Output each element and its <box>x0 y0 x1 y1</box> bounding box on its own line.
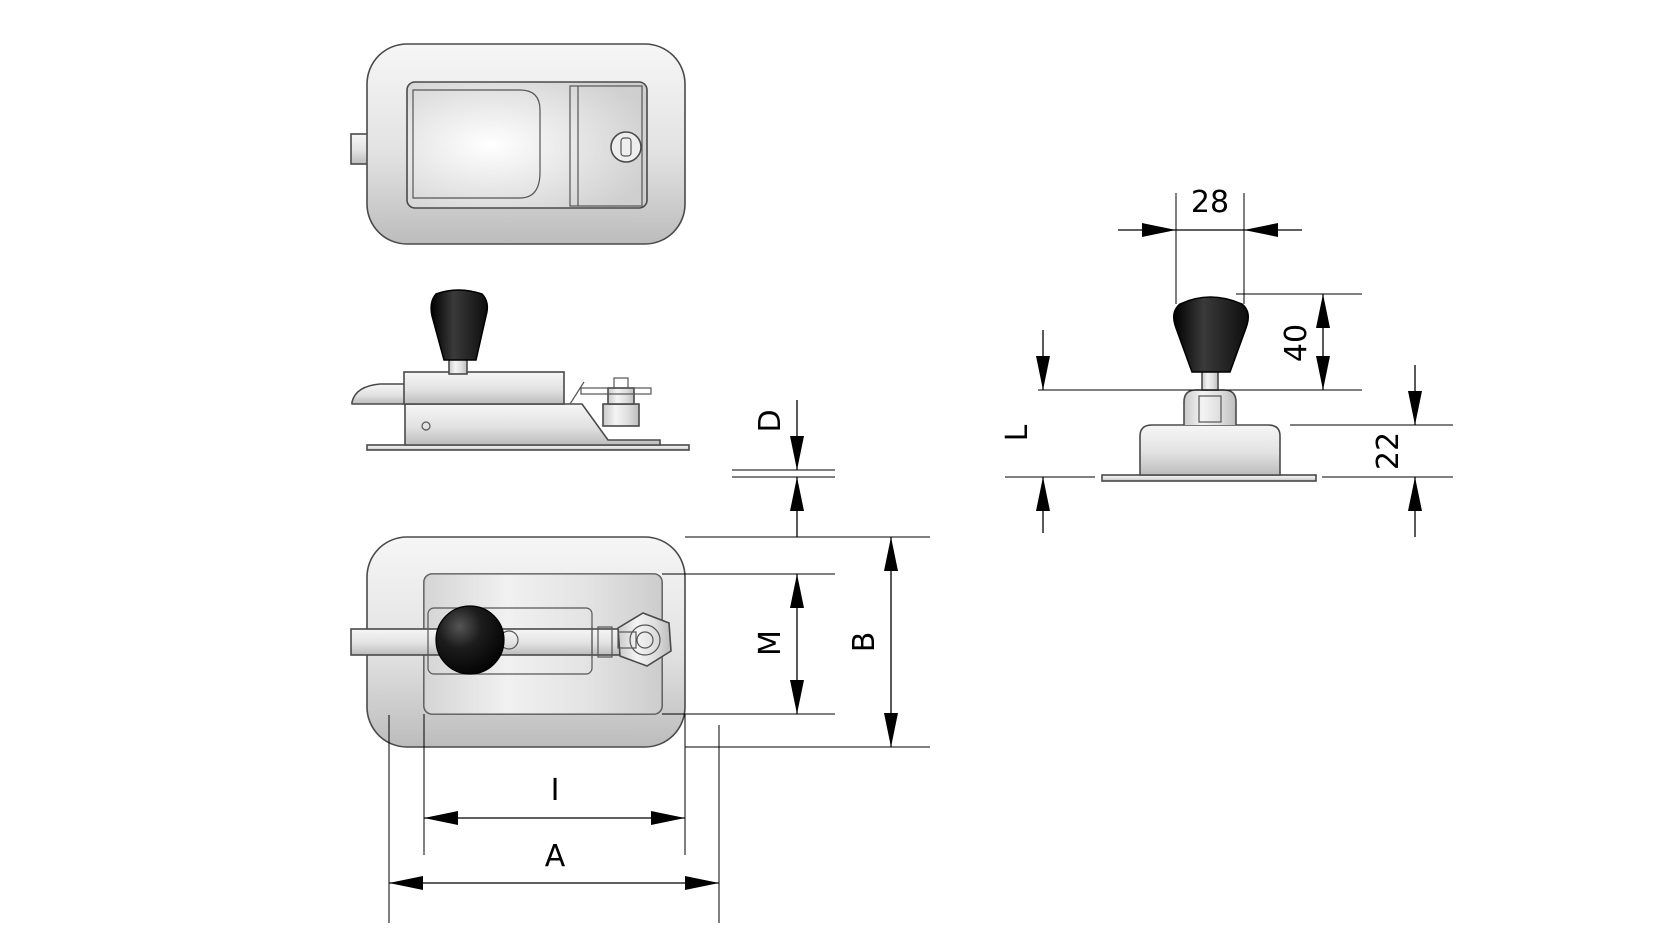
ball-knob-icon <box>435 605 505 675</box>
dimension-40: 40 <box>1279 324 1314 362</box>
label-A: A <box>545 839 566 874</box>
label-B: B <box>847 632 882 653</box>
label-I: I <box>551 773 560 808</box>
side-view <box>351 289 690 451</box>
end-knob-icon <box>1173 296 1249 373</box>
hex-nut-icon <box>617 612 672 667</box>
dimension-22: 22 <box>1371 432 1406 470</box>
lock-cylinder-icon <box>610 131 642 163</box>
knob-icon <box>430 289 489 361</box>
end-view <box>1101 296 1317 482</box>
label-M: M <box>753 630 788 656</box>
dimension-28: 28 <box>1191 185 1229 220</box>
front-view <box>350 43 686 245</box>
rear-view <box>350 536 686 748</box>
dimension-lines <box>388 193 1453 923</box>
label-D: D <box>753 409 788 432</box>
label-L: L <box>1000 424 1035 441</box>
dimension-labels: A I B M D L 28 40 22 <box>545 185 1406 874</box>
